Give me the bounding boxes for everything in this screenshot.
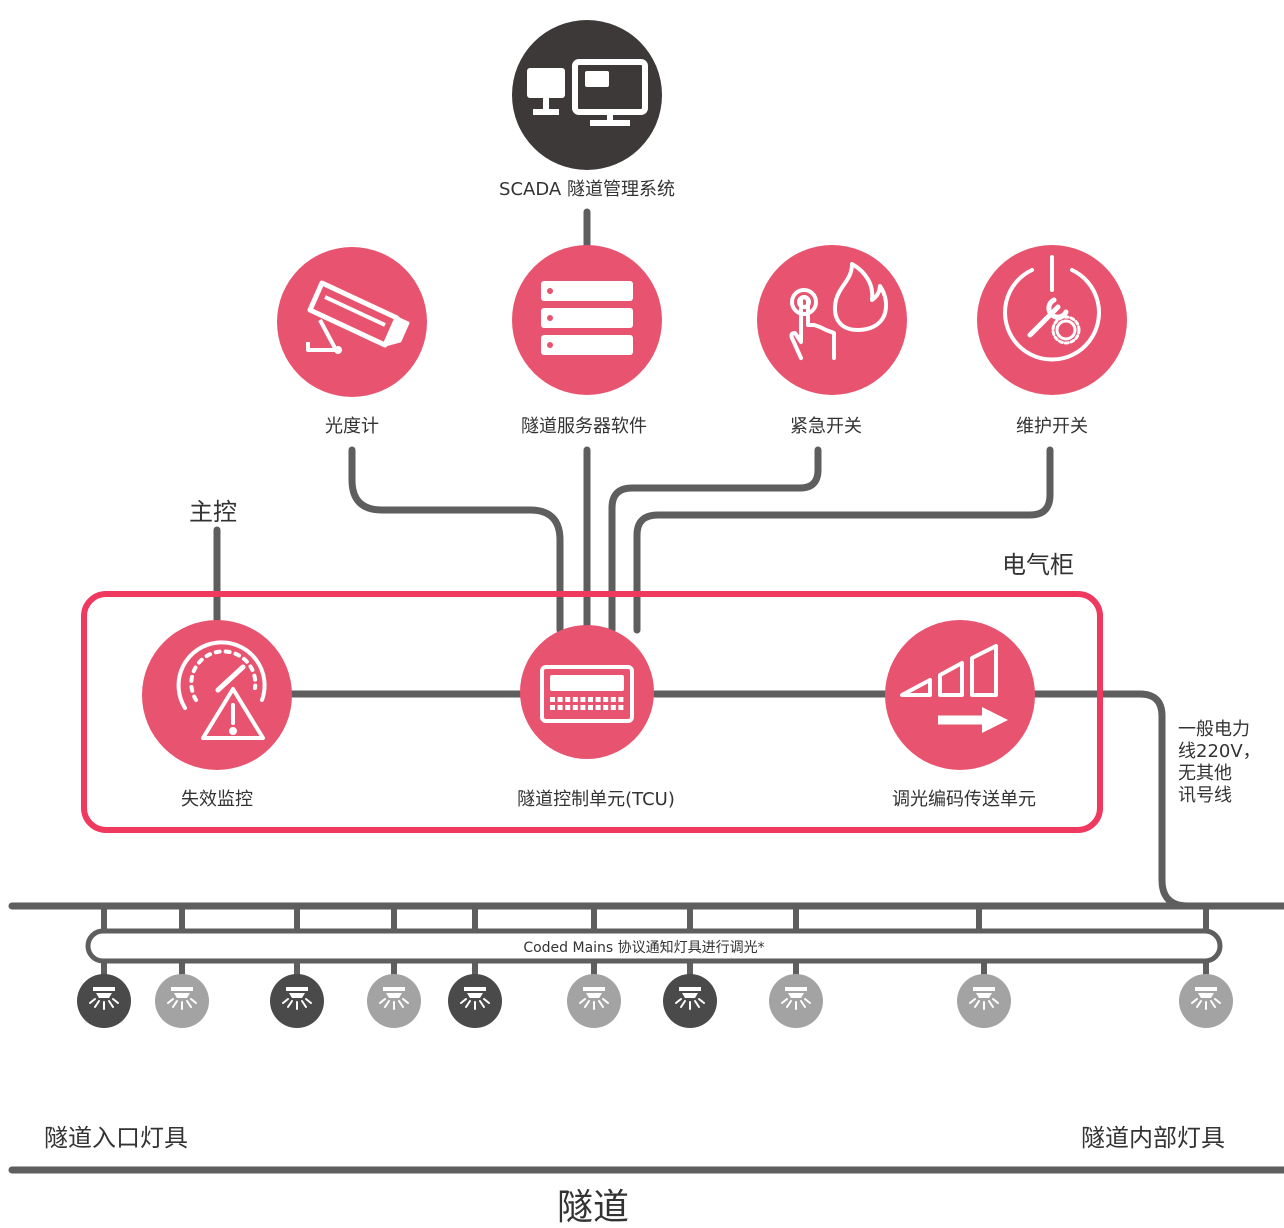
dimming-unit-label: 调光编码传送单元 [892,789,1036,810]
scada-circle [512,20,662,170]
signal-arrow-icon [900,644,1008,733]
scada-label: SCADA 隧道管理系统 [499,179,675,200]
lamp-1 [77,961,131,1028]
lamp-10 [1179,961,1233,1028]
gauge-warning-icon [176,640,267,740]
dimming-unit-node [885,620,1035,770]
entrance-lights-label: 隧道入口灯具 [44,1124,188,1152]
server-icon [541,281,633,355]
emergency-switch-to-tcu-line [608,446,822,634]
lamp-2 [155,961,209,1028]
coded-mains-bus [85,928,1223,964]
lamp-9 [957,961,1011,1028]
server-software-label: 隧道服务器软件 [521,416,647,437]
power-note: 一般电力 线220V， 无其他 讯号线 [1178,719,1261,806]
lamp-3 [270,961,324,1028]
ceiling-lamp-icon [460,987,490,1010]
light-meter-to-tcu-line [348,446,564,634]
tcu-node [520,625,654,759]
tunnel-label: 隧道 [556,1187,630,1228]
light-meter-node [277,247,427,397]
scada-node [512,20,662,170]
ceiling-lamp-icon [675,987,705,1010]
electrical-cabinet [81,591,1103,833]
lamp-4 [367,961,421,1028]
bus-label: Coded Mains 协议通知灯具进行调光* [523,940,765,956]
ceiling-lamp-icon [579,987,609,1010]
maintenance-switch-node [977,245,1127,395]
lamp-8 [769,961,823,1028]
light-meter-label: 光度计 [325,416,379,437]
computer-monitor-icon [527,59,648,126]
failure-monitor-label: 失效监控 [181,789,253,810]
emergency-circle [757,245,907,395]
ceiling-lamp-icon [1191,987,1221,1010]
ceiling-lamp-icon [379,987,409,1010]
light-meter-circle [277,247,427,397]
fire-push-button-icon [789,262,889,360]
main-control-label: 主控 [189,498,237,526]
ceiling-lamp-icon [969,987,999,1010]
maintenance-switch-to-tcu-line [633,446,1054,634]
cabinet-label: 电气柜 [1002,551,1074,579]
ceiling-lamp-icon [282,987,312,1010]
camera-sensor-icon [306,280,410,354]
lamp-5 [448,961,502,1028]
lamp-drop-lines [101,906,1209,931]
lamp-row [77,961,1233,1028]
failure-monitor-node [142,620,292,770]
ceiling-lamp-icon [167,987,197,1010]
ceiling-lamp-icon [781,987,811,1010]
emergency-switch-label: 紧急开关 [790,416,862,437]
wrench-gear-power-icon [1003,255,1101,362]
lamp-6 [567,961,621,1028]
server-software-node [512,245,662,395]
tcu-circle [520,625,654,759]
tcu-label: 隧道控制单元(TCU) [517,789,675,810]
connector-lines [8,208,1284,1174]
emergency-switch-node [757,245,907,395]
maintenance-switch-label: 维护开关 [1016,416,1088,437]
ceiling-lamp-icon [89,987,119,1010]
lamp-7 [663,961,717,1028]
interior-lights-label: 隧道内部灯具 [1081,1124,1225,1152]
control-panel-icon [540,665,634,723]
